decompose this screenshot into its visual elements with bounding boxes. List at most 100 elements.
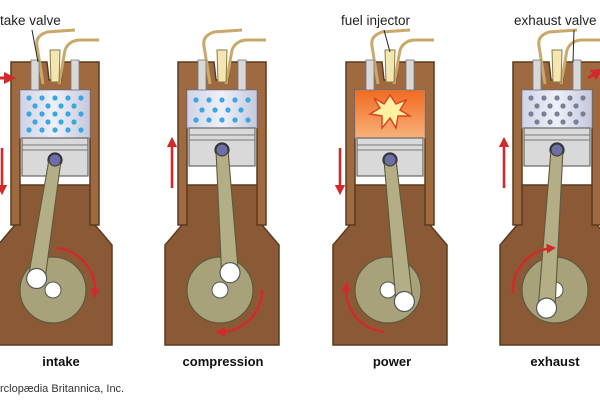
stage-label-power: power: [372, 354, 412, 369]
leader-line: [31, 29, 39, 63]
gas-dot: [71, 103, 77, 109]
exhaust-flow-arrow: [587, 68, 600, 81]
gas-dot: [52, 111, 58, 117]
gas-dot: [39, 95, 45, 101]
crank-pin: [393, 290, 415, 313]
exhaust-valve: [70, 59, 80, 91]
gas-dot: [219, 117, 225, 123]
credit-text: rclopædia Britannica, Inc.: [0, 383, 125, 395]
rotation-arrow: [511, 243, 557, 294]
valve-stem: [224, 38, 266, 85]
valve-stem: [202, 28, 243, 85]
gas-dot: [39, 127, 45, 133]
gas-dot: [65, 95, 71, 101]
valve-stem: [57, 38, 99, 85]
gas-dot: [567, 111, 573, 117]
intake-valve: [197, 59, 207, 91]
fuel-injector: [216, 49, 228, 83]
gas-dot: [560, 119, 566, 125]
gas-dot: [32, 103, 38, 109]
gas-dot: [32, 119, 38, 125]
intake-valve: [365, 59, 375, 91]
exhaust-valve-label: exhaust valve: [514, 13, 597, 28]
gas-dot: [541, 111, 547, 117]
wrist-pin: [383, 153, 397, 167]
gas-dot: [58, 119, 64, 125]
crankshaft: [379, 281, 397, 299]
gas-dot: [26, 111, 32, 117]
gas-dot: [232, 117, 238, 123]
gas-dot: [65, 127, 71, 133]
leader-line: [383, 29, 391, 53]
gas-dot: [554, 95, 560, 101]
gas-dot: [45, 103, 51, 109]
gas-dot: [225, 107, 231, 113]
gas-dot: [554, 111, 560, 117]
crank-pin: [219, 262, 241, 284]
valve-stem: [537, 28, 578, 85]
cylinder-head: [345, 61, 435, 226]
crank-pin: [535, 297, 558, 319]
engine-power: [332, 28, 448, 346]
exhaust-valve: [572, 59, 582, 91]
engine-compression: [164, 28, 280, 346]
gas-dot: [560, 103, 566, 109]
gas-dot: [78, 127, 84, 133]
gas-dot: [528, 111, 534, 117]
stage-label-exhaust: exhaust: [530, 354, 580, 369]
gas-dot: [193, 117, 199, 123]
intake-valve: [30, 59, 40, 91]
crankshaft: [44, 281, 62, 299]
gas-dot: [193, 97, 199, 103]
gas-dot: [45, 119, 51, 125]
gas-dot: [580, 111, 586, 117]
fuel-injector: [384, 49, 396, 83]
gas-dot: [238, 107, 244, 113]
valve-stem: [370, 28, 411, 85]
exhaust-valve: [405, 59, 415, 91]
gas-dot: [528, 95, 534, 101]
valve-stem: [35, 28, 76, 85]
wrist-pin: [215, 143, 229, 157]
gas-dot: [219, 97, 225, 103]
gas-dot: [534, 103, 540, 109]
gas-dot: [567, 95, 573, 101]
gas-dot: [245, 97, 251, 103]
cylinder-head: [177, 61, 267, 226]
stage-label-intake: intake: [42, 354, 80, 369]
gas-dot: [26, 95, 32, 101]
gas-dot: [580, 95, 586, 101]
rotation-arrow: [215, 289, 264, 337]
cylinder-head: [10, 61, 100, 226]
gas-dot: [232, 97, 238, 103]
fuel-injector-label: fuel injector: [341, 13, 411, 28]
gas-dot: [199, 107, 205, 113]
gas-dot: [39, 111, 45, 117]
gas-dot: [78, 95, 84, 101]
engine-intake: [0, 28, 113, 346]
gas-dot: [573, 103, 579, 109]
gas-dot: [52, 127, 58, 133]
gas-dot: [58, 103, 64, 109]
leader-line: [572, 29, 575, 63]
engine-exhaust: [498, 28, 600, 346]
ignition-burst: [368, 93, 413, 130]
gas-dot: [547, 119, 553, 125]
rotation-arrow: [56, 246, 101, 299]
gas-dot: [573, 119, 579, 125]
gas-dot: [65, 111, 71, 117]
wrist-pin: [48, 153, 62, 167]
gas-dot: [206, 97, 212, 103]
gas-dot: [547, 103, 553, 109]
fuel-injector: [49, 49, 61, 83]
rotation-arrow: [340, 281, 385, 334]
crank-pin: [26, 267, 48, 290]
wrist-pin: [550, 143, 564, 157]
gas-dot: [541, 95, 547, 101]
gas-dot: [26, 127, 32, 133]
stage-label-compression: compression: [182, 354, 264, 369]
valve-stem: [559, 38, 600, 85]
gas-dot: [78, 111, 84, 117]
valve-stem: [392, 38, 434, 85]
